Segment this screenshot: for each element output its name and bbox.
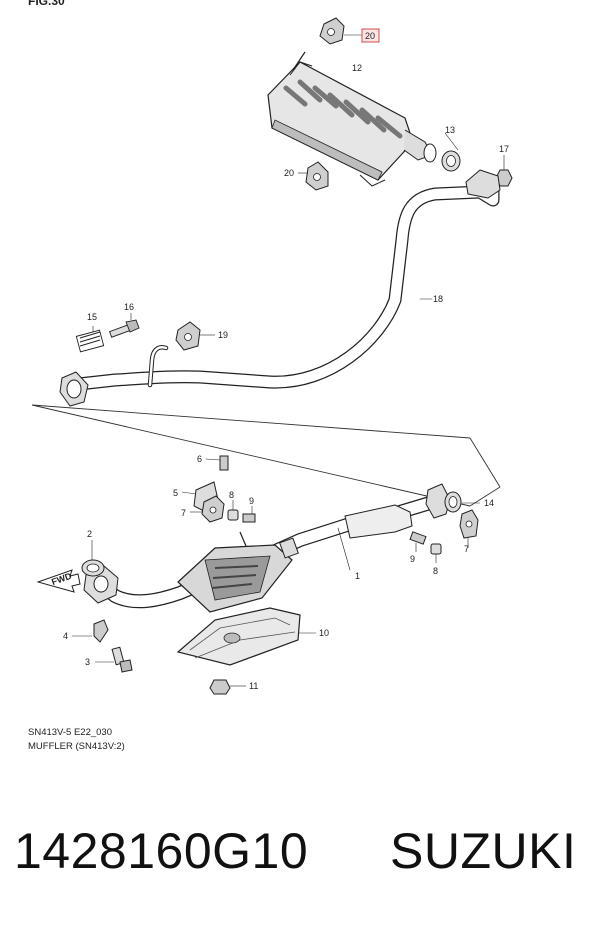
rubber-hanger-part-20-top [319, 17, 380, 45]
callout-7-rear: 7 [464, 544, 469, 554]
callout-14: 14 [484, 498, 494, 508]
callout-4: 4 [63, 631, 68, 641]
callout-8-rear: 8 [433, 566, 438, 576]
callout-16: 16 [124, 302, 134, 312]
heat-shield-part-10 [176, 607, 316, 666]
rubber-hanger-part-7-rear [459, 509, 479, 548]
callout-1: 1 [355, 571, 360, 581]
callout-3: 3 [85, 657, 90, 667]
callout-9-rear: 9 [410, 554, 415, 564]
callout-11: 11 [249, 681, 258, 691]
gasket-part-2 [81, 540, 105, 577]
front-pipe-part-1 [83, 483, 451, 609]
collar-part-8-rear [430, 543, 442, 563]
bolt-part-16 [109, 313, 140, 338]
callout-2: 2 [87, 529, 92, 539]
nut-part-11 [209, 679, 246, 695]
center-pipe-part-18 [59, 169, 501, 407]
stud-part-4 [72, 619, 109, 643]
diagram-title: MUFFLER (SN413V:2) [28, 741, 125, 752]
diagram-code: SN413V-5 E22_030 [28, 727, 112, 738]
callout-labels: 12 20 13 17 20 18 15 16 19 6 5 8 9 7 14 … [63, 31, 509, 691]
callout-6: 6 [197, 454, 202, 464]
part-number: 1428160G10 [14, 823, 309, 879]
rubber-hanger-part-19 [175, 321, 215, 351]
callout-9: 9 [249, 496, 254, 506]
callout-18: 18 [433, 294, 443, 304]
collar-part-8-front [227, 500, 239, 521]
callout-20-highlighted: 20 [365, 31, 375, 41]
muffler-part-12 [267, 51, 437, 187]
catalytic-converter [177, 531, 299, 613]
callout-13: 13 [445, 125, 455, 135]
spring-part-15 [75, 326, 105, 353]
callout-17: 17 [499, 144, 509, 154]
gasket-part-13 [441, 132, 461, 172]
brand-name: SUZUKI [390, 823, 577, 879]
nut-part-17 [495, 155, 513, 187]
bolt-part-9-rear [409, 531, 427, 552]
callout-19: 19 [218, 330, 228, 340]
rubber-hanger-part-20-lower [298, 161, 329, 191]
bolt-part-6 [205, 455, 229, 471]
callout-7: 7 [181, 508, 186, 518]
callout-5: 5 [173, 488, 178, 498]
callout-8: 8 [229, 490, 234, 500]
callout-20: 20 [284, 168, 294, 178]
callout-15: 15 [87, 312, 97, 322]
figure-top-label: FIG.30 [28, 0, 65, 8]
exhaust-diagram: FWD 12 20 13 17 [31, 17, 513, 695]
bolt-part-3 [95, 646, 133, 673]
callout-12: 12 [352, 63, 362, 73]
rubber-hanger-part-7-front [190, 495, 225, 523]
fwd-arrow: FWD [36, 569, 81, 593]
gasket-part-14 [444, 491, 480, 513]
callout-10: 10 [319, 628, 329, 638]
bolt-part-9-front [242, 506, 256, 523]
